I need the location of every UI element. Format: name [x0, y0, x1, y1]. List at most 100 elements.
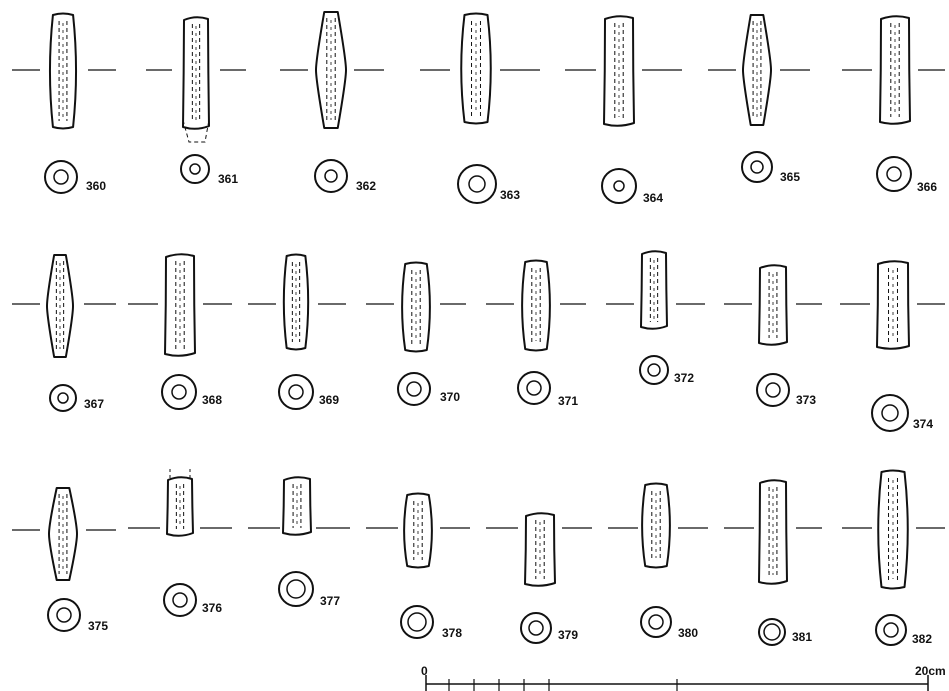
- bead-373: 373: [724, 264, 822, 407]
- bead-section-hole: [528, 620, 544, 636]
- bead-number-label: 372: [674, 371, 694, 385]
- bead-369: 369: [248, 253, 346, 410]
- bead-profile: [166, 476, 194, 537]
- bead-section-outer: [400, 605, 434, 639]
- bead-number-label: 360: [86, 179, 106, 193]
- bead-section-outer: [161, 374, 197, 410]
- bead-number-label: 376: [202, 601, 222, 615]
- bead-number-label: 366: [917, 180, 937, 194]
- bead-section-hole: [288, 384, 304, 400]
- bead-section-outer: [278, 571, 314, 607]
- bead-section-outer: [314, 159, 348, 193]
- bead-profile: [603, 15, 635, 127]
- bead-section-hole: [763, 623, 781, 641]
- bead-section-hole: [647, 363, 661, 377]
- bead-section-outer: [875, 614, 907, 646]
- bead-section-outer: [876, 156, 912, 192]
- bead-section-outer: [163, 583, 197, 617]
- bead-section-outer: [756, 373, 790, 407]
- bead-profile: [403, 492, 433, 569]
- bead-profile: [282, 476, 312, 536]
- bead-section-outer: [278, 374, 314, 410]
- bead-381: 381: [724, 479, 822, 646]
- bead-number-label: 364: [643, 191, 663, 205]
- bead-section-hole: [57, 392, 69, 404]
- bead-368: 368: [128, 253, 232, 410]
- bead-number-label: 382: [912, 632, 932, 646]
- bead-377: 377: [248, 476, 350, 608]
- beads-layer: 360 361 362 363 364 365 366 367 368 369 370 371 372 3…: [12, 11, 945, 646]
- bead-number-label: 375: [88, 619, 108, 633]
- broken-end-outline: [169, 466, 191, 478]
- bead-375: 375: [12, 487, 116, 633]
- bead-number-label: 365: [780, 170, 800, 184]
- bead-section-hole: [886, 166, 902, 182]
- bead-364: 364: [565, 15, 682, 205]
- scale-end-label: 20cm: [915, 664, 946, 678]
- scale-bar: 0 20cm: [421, 664, 946, 691]
- bead-360: 360: [12, 12, 116, 194]
- bead-382: 382: [842, 469, 945, 646]
- bead-380: 380: [608, 482, 708, 640]
- broken-end-outline: [182, 119, 210, 143]
- bead-profile: [48, 12, 78, 130]
- bead-number-label: 374: [913, 417, 933, 431]
- bead-365: 365: [708, 14, 810, 184]
- bead-372: 372: [606, 250, 705, 385]
- bead-section-hole: [765, 382, 781, 398]
- bead-profile: [460, 12, 492, 125]
- bead-section-hole: [648, 614, 664, 630]
- bead-number-label: 371: [558, 394, 578, 408]
- bead-376: 376: [128, 466, 232, 617]
- scale-start-label: 0: [421, 664, 428, 678]
- bead-number-label: 379: [558, 628, 578, 642]
- bead-profile: [524, 512, 556, 587]
- bead-section-hole: [406, 381, 422, 397]
- bead-section-outer: [741, 151, 773, 183]
- bead-section-outer: [517, 371, 551, 405]
- bead-number-label: 363: [500, 188, 520, 202]
- bead-section-hole: [189, 163, 201, 175]
- bead-section-outer: [758, 618, 786, 646]
- bead-profile: [641, 482, 671, 569]
- bead-section-outer: [457, 164, 497, 204]
- bead-section-outer: [44, 160, 78, 194]
- bead-section-outer: [640, 606, 672, 638]
- bead-367: 367: [12, 254, 116, 412]
- bead-section-hole: [56, 607, 72, 623]
- bead-number-label: 381: [792, 630, 812, 644]
- bead-378: 378: [366, 492, 470, 640]
- bead-number-label: 369: [319, 393, 339, 407]
- bead-374: 374: [840, 260, 945, 432]
- bead-section-hole: [171, 384, 187, 400]
- bead-370: 370: [366, 261, 466, 406]
- bead-section-outer: [639, 355, 669, 385]
- bead-number-label: 362: [356, 179, 376, 193]
- bead-profile: [182, 16, 210, 130]
- bead-number-label: 367: [84, 397, 104, 411]
- bead-number-label: 361: [218, 172, 238, 186]
- bead-section-hole: [468, 175, 486, 193]
- bead-profile: [742, 14, 772, 126]
- bead-section-hole: [407, 612, 427, 632]
- bead-number-label: 377: [320, 594, 340, 608]
- bead-number-label: 370: [440, 390, 460, 404]
- bead-371: 371: [486, 259, 586, 408]
- bead-379: 379: [486, 512, 592, 644]
- bead-number-label: 378: [442, 626, 462, 640]
- bead-section-hole: [881, 404, 899, 422]
- bead-section-hole: [883, 622, 899, 638]
- bead-number-label: 368: [202, 393, 222, 407]
- bead-section-hole: [750, 160, 764, 174]
- bead-section-outer: [520, 612, 552, 644]
- bead-section-hole: [53, 169, 69, 185]
- bead-section-outer: [871, 394, 909, 432]
- bead-number-label: 373: [796, 393, 816, 407]
- bead-number-label: 380: [678, 626, 698, 640]
- bead-363: 363: [420, 12, 540, 204]
- bead-section-outer: [397, 372, 431, 406]
- bead-section-hole: [286, 579, 306, 599]
- bead-section-outer: [49, 384, 77, 412]
- bead-366: 366: [842, 15, 945, 194]
